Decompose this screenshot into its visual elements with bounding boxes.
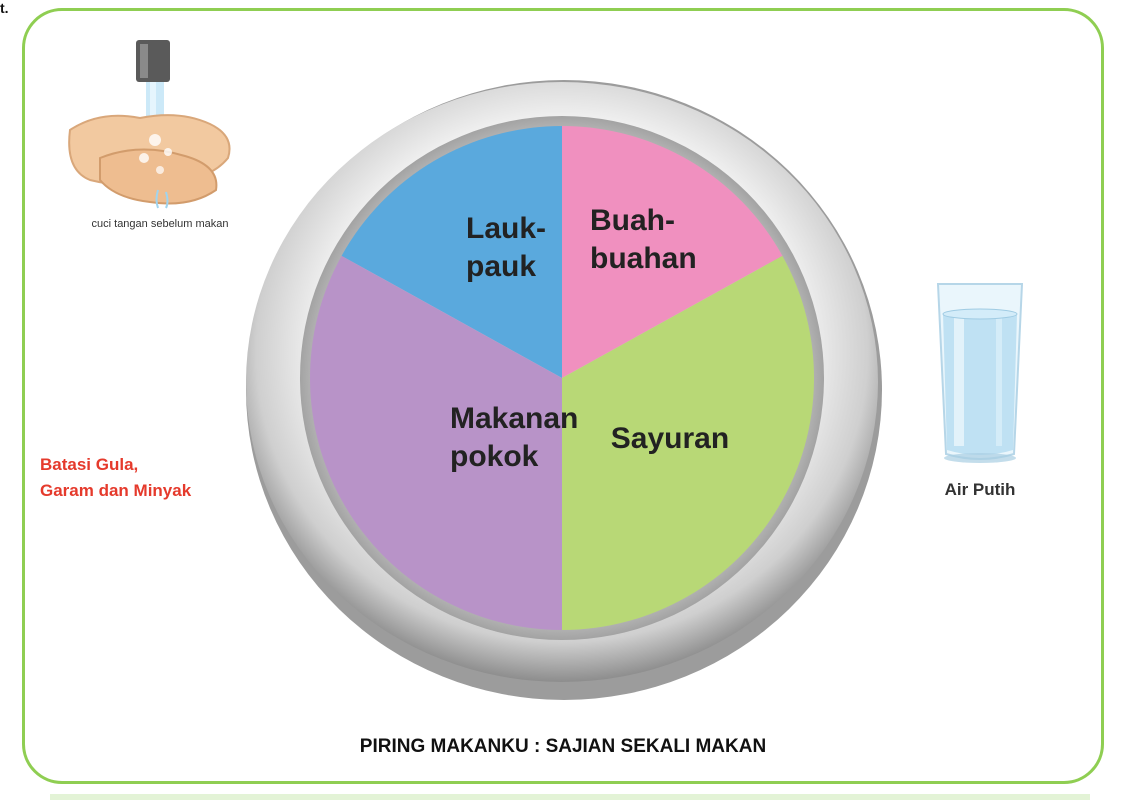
section-lauk-pauk <box>341 126 562 378</box>
section-makanan-pokok <box>309 255 562 630</box>
section-sayuran <box>562 255 815 630</box>
water-label: Air Putih <box>944 480 1016 499</box>
bottom-strip <box>50 794 1090 800</box>
section-buah-buahan-label: Buah-buahan <box>590 204 697 275</box>
water-glass-icon <box>936 283 1024 463</box>
page-title: PIRING MAKANKU : SAJIAN SEKALI MAKAN <box>359 736 767 757</box>
content-frame <box>22 8 1104 784</box>
section-sayuran-label: Sayuran <box>611 422 729 455</box>
limit-note-line-2: Garam dan Minyak <box>40 481 192 500</box>
hand-washing-caption: cuci tangan sebelum makan <box>91 218 229 230</box>
hand-washing-icon <box>68 40 231 209</box>
corner-mark: t. <box>0 0 9 16</box>
section-buah-buahan <box>562 126 783 378</box>
limit-note: Batasi Gula, Garam dan Minyak <box>40 452 191 504</box>
limit-note-line-1: Batasi Gula, <box>40 455 139 474</box>
section-lauk-pauk-label: Lauk-pauk <box>466 212 546 283</box>
